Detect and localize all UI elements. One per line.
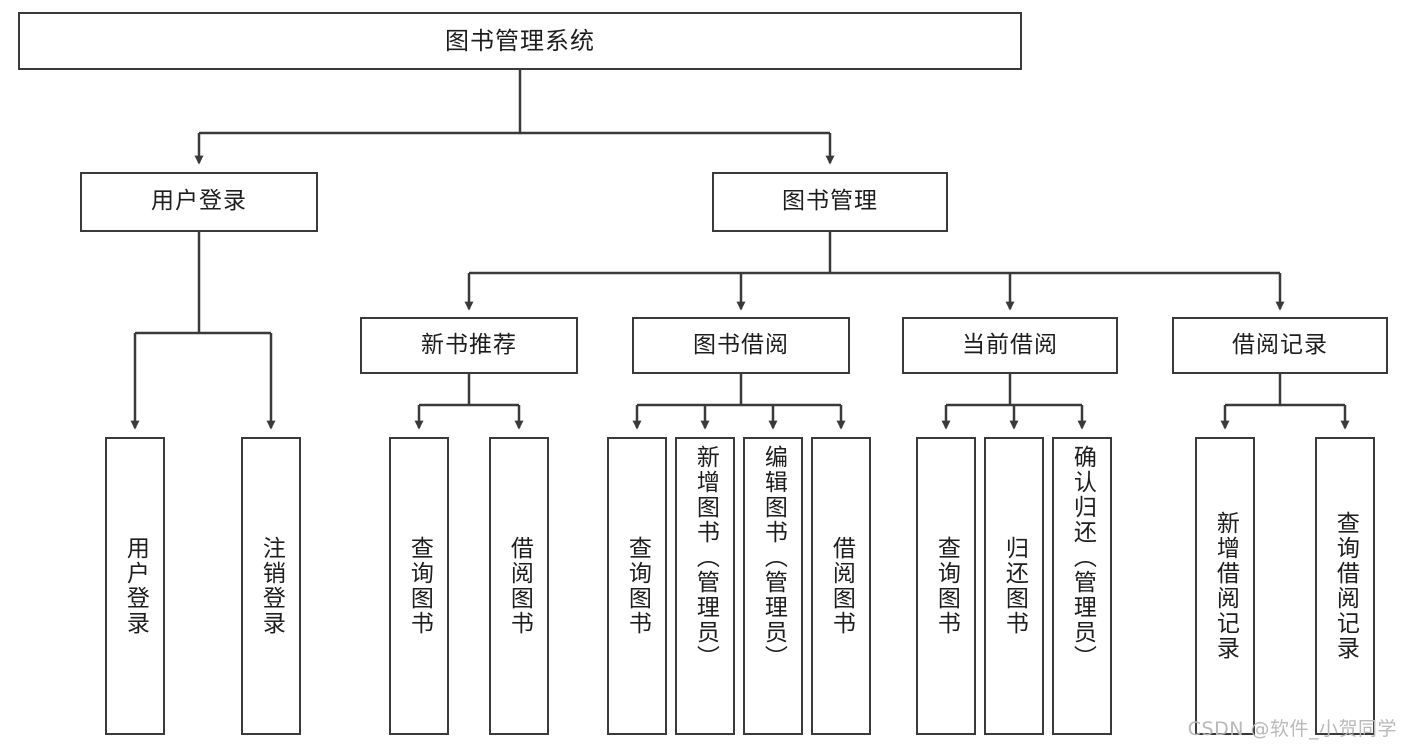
node-label: 借阅记录 xyxy=(1232,331,1328,358)
leaf-add-borrow-record[interactable]: 新增借阅记录 xyxy=(1195,437,1255,735)
node-root-system[interactable]: 图书管理系统 xyxy=(18,12,1022,70)
node-label: 新增图书（管理员） xyxy=(692,445,719,670)
node-label: 借阅图书 xyxy=(506,536,533,636)
node-label: 查询图书 xyxy=(406,536,433,636)
node-new-book-recommend[interactable]: 新书推荐 xyxy=(360,317,578,374)
node-book-manage[interactable]: 图书管理 xyxy=(712,172,948,232)
leaf-edit-book[interactable]: 编辑图书（管理员） xyxy=(743,437,803,735)
node-label: 查询借阅记录 xyxy=(1332,511,1359,661)
node-borrow-record[interactable]: 借阅记录 xyxy=(1172,317,1388,374)
leaf-confirm-return[interactable]: 确认归还（管理员） xyxy=(1052,437,1112,735)
node-user-login[interactable]: 用户登录 xyxy=(80,172,318,232)
node-label: 确认归还（管理员） xyxy=(1069,445,1096,670)
node-label: 编辑图书（管理员） xyxy=(760,445,787,670)
node-label: 当前借阅 xyxy=(962,331,1058,358)
leaf-user-login[interactable]: 用户登录 xyxy=(105,437,165,735)
node-label: 借阅图书 xyxy=(828,536,855,636)
node-label: 图书管理 xyxy=(782,188,878,215)
leaf-return-book[interactable]: 归还图书 xyxy=(984,437,1044,735)
leaf-borrow-book-recommend[interactable]: 借阅图书 xyxy=(489,437,549,735)
node-label: 用户登录 xyxy=(151,188,247,215)
node-current-borrow[interactable]: 当前借阅 xyxy=(902,317,1118,374)
leaf-add-book[interactable]: 新增图书（管理员） xyxy=(675,437,735,735)
leaf-query-book-borrow[interactable]: 查询图书 xyxy=(607,437,667,735)
node-label: 新书推荐 xyxy=(421,331,517,358)
node-label: 归还图书 xyxy=(1001,536,1028,636)
node-label: 图书管理系统 xyxy=(445,26,595,55)
node-label: 注销登录 xyxy=(258,536,285,636)
node-label: 查询图书 xyxy=(933,536,960,636)
node-label: 用户登录 xyxy=(122,536,149,636)
node-book-borrow[interactable]: 图书借阅 xyxy=(632,317,850,374)
leaf-query-borrow-record[interactable]: 查询借阅记录 xyxy=(1315,437,1375,735)
node-label: 查询图书 xyxy=(624,536,651,636)
leaf-logout-login[interactable]: 注销登录 xyxy=(241,437,301,735)
leaf-query-book-current[interactable]: 查询图书 xyxy=(916,437,976,735)
node-label: 新增借阅记录 xyxy=(1212,511,1239,661)
node-label: 图书借阅 xyxy=(693,331,789,358)
leaf-borrow-book[interactable]: 借阅图书 xyxy=(811,437,871,735)
watermark-text: CSDN @软件_小贺同学 xyxy=(1187,718,1397,740)
leaf-query-book-recommend[interactable]: 查询图书 xyxy=(389,437,449,735)
